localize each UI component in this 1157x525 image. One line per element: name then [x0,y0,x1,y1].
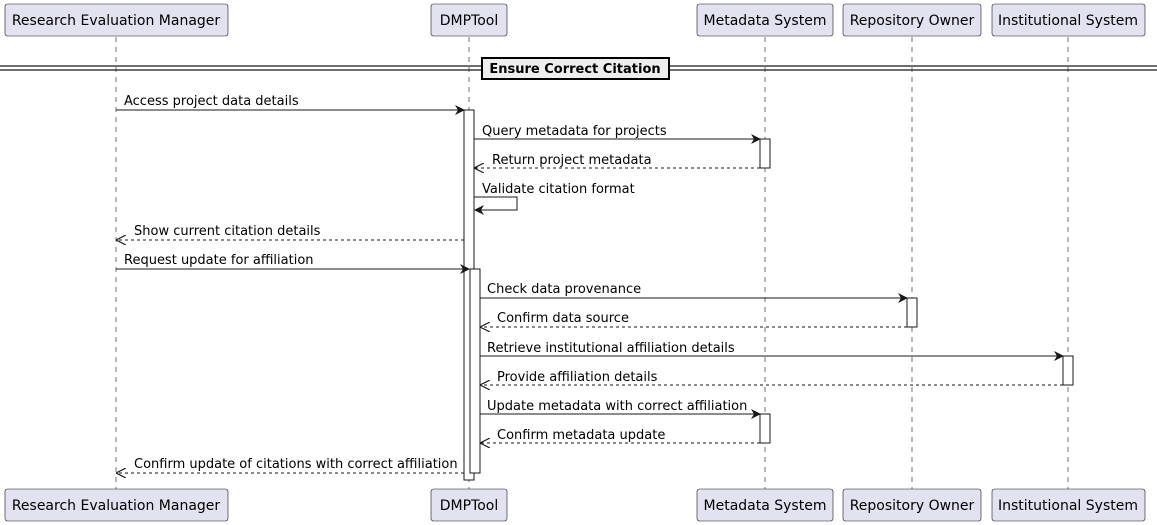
participant-box-rem[interactable] [4,3,229,37]
participant-label-meta-bottom: Metadata System [704,498,827,514]
message-label-1: Access project data details [124,94,299,109]
message-label-11: Update metadata with correct affiliation [487,399,747,414]
message-label-8: Confirm data source [497,311,629,326]
participant-label-repo: Repository Owner [850,13,975,29]
activation-dmp-2 [469,268,481,474]
message-label-10: Provide affiliation details [497,370,658,385]
message-arrow-4 [474,196,518,215]
group-separator: Ensure Correct Citation [0,57,1157,80]
message-label-12: Confirm metadata update [497,428,665,443]
message-label-6: Request update for affiliation [124,253,314,268]
messages: Access project data details Query metada… [116,94,1064,473]
participant-label-rem-bottom: Research Evaluation Manager [12,498,221,514]
message-label-5: Show current citation details [134,224,321,239]
group-label-box [481,57,670,80]
participant-box-dmp[interactable] [430,3,508,37]
message-label-7: Check data provenance [487,282,641,297]
message-label-13: Confirm update of citations with correct… [134,457,458,472]
participant-box-meta-bottom[interactable] [696,488,834,522]
message-label-2: Query metadata for projects [482,124,667,139]
activation-meta-1 [759,138,771,169]
participants-bottom: Research Evaluation Manager DMPTool Meta… [4,488,1146,522]
participant-label-dmp-bottom: DMPTool [440,498,499,514]
participant-box-inst[interactable] [991,3,1146,37]
participants-top: Research Evaluation Manager DMPTool Meta… [4,3,1146,37]
activation-meta-2 [759,413,771,444]
participant-label-inst: Institutional System [998,13,1138,29]
activations [463,109,1074,481]
participant-label-inst-bottom: Institutional System [998,498,1138,514]
participant-box-dmp-bottom[interactable] [430,488,508,522]
group-label: Ensure Correct Citation [489,62,660,77]
activation-repo-1 [906,297,918,328]
participant-label-meta: Metadata System [704,13,827,29]
participant-label-dmp: DMPTool [440,13,499,29]
participant-label-repo-bottom: Repository Owner [850,498,975,514]
activation-inst-1 [1062,355,1074,386]
participant-box-repo-bottom[interactable] [842,488,982,522]
message-label-4: Validate citation format [482,182,635,197]
participant-label-rem: Research Evaluation Manager [12,13,221,29]
participant-box-meta[interactable] [696,3,834,37]
participant-box-rem-bottom[interactable] [4,488,229,522]
message-label-9: Retrieve institutional affiliation detai… [487,341,735,356]
message-label-3: Return project metadata [492,153,652,168]
participant-box-inst-bottom[interactable] [991,488,1146,522]
participant-box-repo[interactable] [842,3,982,37]
